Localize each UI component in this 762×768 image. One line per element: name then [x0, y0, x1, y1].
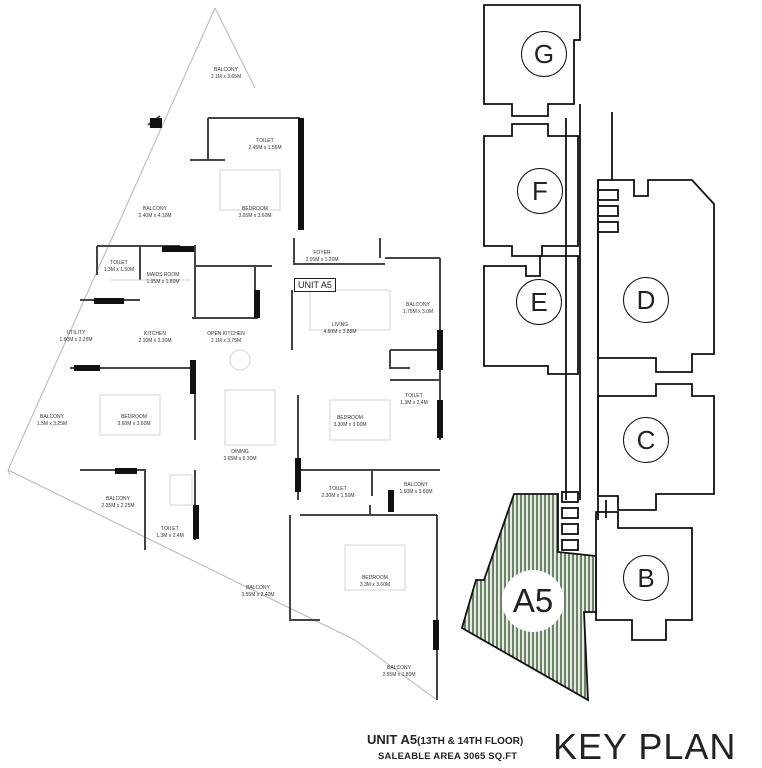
room-name: BEDROOM [362, 575, 388, 581]
room-name: BEDROOM [242, 206, 268, 212]
room-size: 2.10M x 2.30M [138, 338, 172, 344]
unit-tag: UNIT A5 [294, 278, 336, 292]
room-size: 2.35M x 2.25M [101, 503, 135, 509]
plan-walls [70, 115, 441, 700]
room-size: 2.05M x 1.20M [305, 257, 339, 263]
room-size: 1.60M x 2.25M [59, 337, 93, 343]
room-name: TOILET [110, 260, 128, 266]
unit-caption: UNIT A5(13TH & 14TH FLOOR) [367, 732, 523, 747]
room-size: 3.60M x 3.60M [117, 421, 151, 427]
room-name: DINING [231, 449, 249, 455]
room-size: 1.3M x 2.4M [400, 400, 428, 406]
room-size: 1.3M x 2.4M [156, 533, 184, 539]
room-name: BALCONY [143, 206, 167, 212]
room-size: 1.95M x 1.80M [146, 279, 180, 285]
room-name: TOILET [256, 138, 274, 144]
room-name: BALCONY [246, 585, 270, 591]
room-size: 2.55M x 1.80M [382, 672, 416, 678]
room-size: 1.75M x 3.0M [402, 309, 434, 315]
room-size: 2.45M x 1.56M [248, 145, 282, 151]
room-name: BALCONY [387, 665, 411, 671]
area-caption: SALEABLE AREA 3065 SQ.FT [378, 751, 518, 762]
unit-caption-name: UNIT A5 [367, 732, 418, 747]
room-size: 2.1M x 3.65M [210, 74, 242, 80]
room-size: 3.65M x 6.30M [223, 456, 257, 462]
room-size: 3.55M x 2.40M [241, 592, 275, 598]
unit-f-marker: F [517, 168, 563, 214]
plan-outline [7, 7, 438, 701]
plan-thick-walls [74, 118, 443, 650]
room-size: 3.30M x 3.60M [333, 422, 367, 428]
room-name: BALCONY [406, 302, 430, 308]
room-name: TOILET [161, 526, 179, 532]
room-name: BALCONY [214, 67, 238, 73]
room-size: 3.3M x 3.60M [359, 582, 391, 588]
room-size: 2.30M x 1.50M [321, 493, 355, 499]
room-name: FOYER [313, 250, 331, 256]
unit-g-marker: G [521, 31, 567, 77]
room-size: 2.40M x 4.10M [138, 213, 172, 219]
unit-b-marker: B [623, 555, 669, 601]
room-size: 1.5M x 3.25M [36, 421, 68, 427]
room-name: OPEN KITCHEN [207, 331, 245, 337]
key-plan-buildings [483, 4, 715, 641]
room-size: 4.60M x 3.85M [323, 329, 357, 335]
room-name: LIVING [331, 322, 349, 328]
room-name: TOILET [405, 393, 423, 399]
room-size: 2.1M x 3.75M [210, 338, 242, 344]
room-name: MAIDS ROOM [146, 272, 180, 278]
room-size: 1.60M x 3.60M [399, 489, 433, 495]
plan-furniture [99, 169, 406, 591]
room-size: 1.3M x 1.50M [103, 267, 135, 273]
unit-d-marker: D [623, 277, 669, 323]
room-name: BALCONY [404, 482, 428, 488]
room-name: UTILITY [66, 330, 86, 336]
unit-e-marker: E [516, 279, 562, 325]
key-plan-title: KEY PLAN [553, 726, 737, 767]
room-name: TOILET [329, 486, 347, 492]
unit-c-marker: C [623, 417, 669, 463]
room-name: BEDROOM [121, 414, 147, 420]
room-name: BALCONY [106, 496, 130, 502]
room-name: BALCONY [40, 414, 64, 420]
room-name: KITCHEN [144, 331, 166, 337]
unit-caption-floors: (13TH & 14TH FLOOR) [417, 736, 524, 747]
room-size: 3.65M x 3.60M [238, 213, 272, 219]
unit-a5-marker: A5 [502, 570, 564, 632]
room-name: BEDROOM [337, 415, 363, 421]
